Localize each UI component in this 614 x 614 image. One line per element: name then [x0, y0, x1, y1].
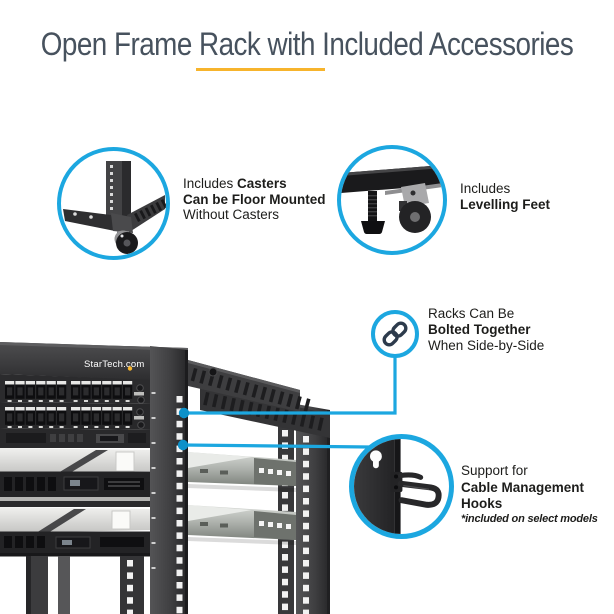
- server-rail-lower: [188, 505, 296, 545]
- cable-hook-photo: [354, 439, 442, 534]
- patch-panel-1: [0, 374, 152, 404]
- bolt-together-icon-circle: [371, 310, 419, 358]
- cable-hooks-callout-text: Support for Cable Management Hooks *incl…: [461, 463, 598, 526]
- top-side-beam-front: [188, 360, 311, 412]
- casters-line2: Can be Floor Mounted: [183, 191, 326, 207]
- connector-dot-upper: [178, 407, 190, 419]
- bolted-line2: Bolted Together: [428, 322, 531, 337]
- bolted-line3: When Side-by-Side: [428, 338, 545, 353]
- levelling-foot-photo: [341, 165, 443, 235]
- casters-line3: Without Casters: [183, 207, 280, 222]
- casters-photo-circle: [57, 147, 170, 260]
- server-1u: [0, 428, 152, 448]
- title-underline-accent: [196, 68, 325, 71]
- server-2u-top: [0, 448, 152, 497]
- chain-link-icon: [382, 321, 408, 347]
- bolt-together-callout-text: Racks Can Be Bolted Together When Side-b…: [428, 306, 544, 354]
- front-right-post: [150, 346, 188, 614]
- cable-hook-photo-circle: [349, 434, 454, 539]
- bolted-line1: Racks Can Be: [428, 306, 515, 321]
- levelling-feet-photo-circle: [337, 145, 447, 255]
- hooks-line1: Support for: [461, 463, 528, 478]
- hooks-line3: Hooks: [461, 496, 503, 511]
- startech-logo-dot: [127, 366, 133, 371]
- connector-dot-lower: [177, 439, 189, 451]
- casters-line1: Includes: [183, 176, 238, 191]
- caster-corner-photo: [63, 161, 166, 254]
- connector-cable-hooks: [177, 439, 370, 451]
- feet-line1: Includes: [460, 181, 511, 196]
- page-title: Open Frame Rack with Included Accessorie…: [40, 26, 574, 62]
- server-rail-upper: [188, 452, 296, 492]
- lower-frame-rails: [26, 556, 144, 614]
- connector-bolt-together: [178, 350, 397, 419]
- hooks-line2: Cable Management: [461, 479, 585, 495]
- startech-logo: StarTech.com: [84, 359, 144, 370]
- casters-callout-text: Includes Casters Can be Floor Mounted Wi…: [183, 176, 326, 222]
- patch-panel-2: [0, 402, 152, 430]
- hooks-footnote: *included on select models: [461, 512, 598, 525]
- levelling-feet-callout-text: Includes Levelling Feet: [460, 181, 550, 212]
- feet-line2: Levelling Feet: [460, 196, 551, 212]
- server-2u-bottom: [0, 497, 152, 557]
